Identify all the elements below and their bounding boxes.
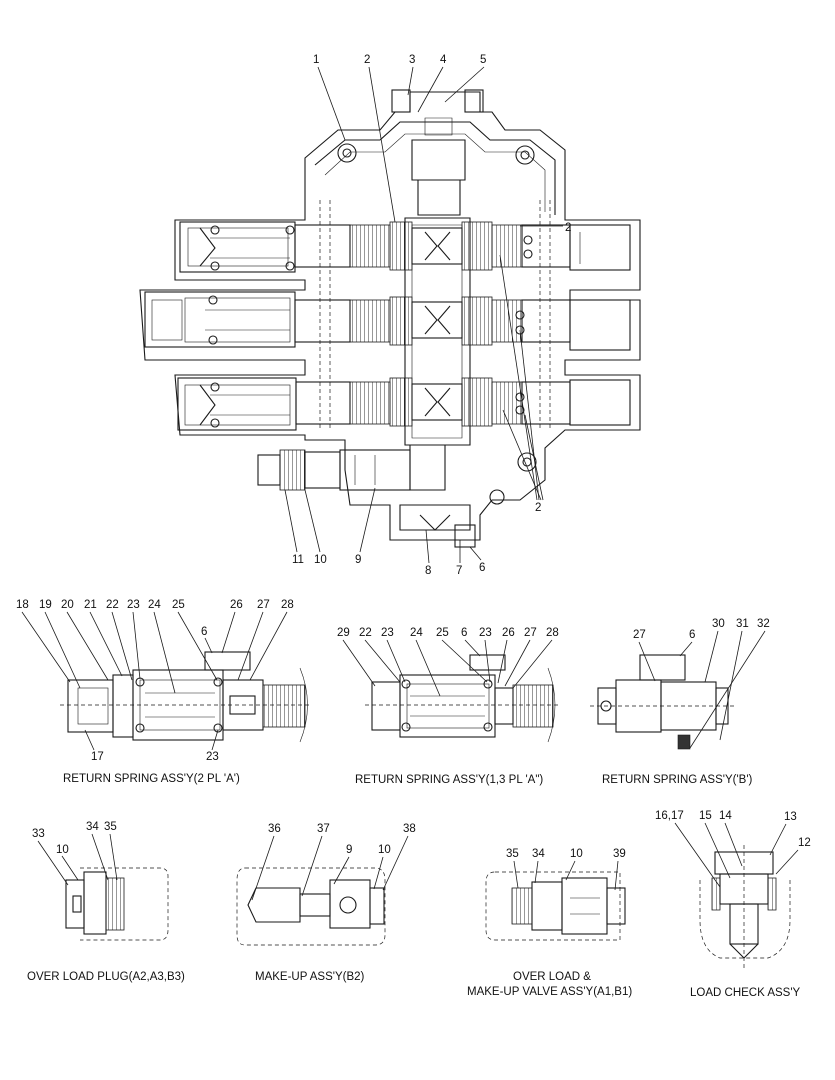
callout-6c: 6 [689,629,695,641]
spool-row-3 [177,377,631,431]
callout-26: 26 [230,599,243,611]
callout-10: 10 [314,554,327,566]
caption-return-spring-13pl-a: RETURN SPRING ASS'Y(1,3 PL 'A") [355,774,543,786]
callout-9e: 9 [346,844,352,856]
callout-10e: 10 [378,844,391,856]
caption-over-load-makeup-line1: OVER LOAD & [513,971,591,983]
callout-34f: 34 [532,848,545,860]
callout-1: 1 [313,54,319,66]
callout-10d: 10 [56,844,69,856]
spool-row-1 [179,221,631,273]
detail-over-load-makeup-valve [485,871,626,941]
callout-6a: 6 [201,626,207,638]
detail-e-callouts: 36 37 9 10 38 [251,823,416,901]
callout-17: 17 [91,751,104,763]
callout-22: 22 [106,599,119,611]
detail-c-callouts: 27 6 30 31 32 [633,618,770,749]
callout-38: 38 [403,823,416,835]
callout-24: 24 [148,599,161,611]
callout-2c: 2 [535,502,541,514]
detail-d-callouts: 33 10 34 35 [32,821,118,886]
callout-20: 20 [61,599,74,611]
main-valve-body [139,89,641,548]
detail-over-load-plug [65,867,169,941]
callout-2: 2 [364,54,370,66]
callout-27b: 27 [524,627,537,639]
callout-30: 30 [712,618,725,630]
caption-make-up: MAKE-UP ASS'Y(B2) [255,971,365,983]
callout-22b: 22 [359,627,372,639]
detail-return-spring-b [590,654,735,750]
callout-26b: 26 [502,627,515,639]
callout-28: 28 [281,599,294,611]
callout-14: 14 [719,810,732,822]
callout-23b: 23 [206,751,219,763]
callout-16-17: 16,17 [655,810,684,822]
caption-over-load-makeup-line2: MAKE-UP VALVE ASS'Y(A1,B1) [467,986,632,998]
callout-15: 15 [699,810,712,822]
callout-2b: 2 [565,222,571,234]
callout-5: 5 [480,54,486,66]
detail-load-check [699,845,791,968]
callout-13: 13 [784,811,797,823]
detail-return-spring-13pl-a [365,654,560,743]
callout-27: 27 [257,599,270,611]
callout-19: 19 [39,599,52,611]
caption-load-check: LOAD CHECK ASS'Y [690,987,801,999]
callout-27c: 27 [633,629,646,641]
callout-31: 31 [736,618,749,630]
callout-21: 21 [84,599,97,611]
callout-35: 35 [104,821,117,833]
callout-29: 29 [337,627,350,639]
caption-return-spring-b: RETURN SPRING ASS'Y('B') [602,774,753,786]
callout-23: 23 [127,599,140,611]
spool-row-2 [144,291,631,351]
callout-7: 7 [456,565,462,577]
callout-18: 18 [16,599,29,611]
callout-6b: 6 [461,627,467,639]
callout-28b: 28 [546,627,559,639]
detail-g-callouts: 16,17 15 14 13 12 [655,810,811,888]
callout-6: 6 [479,562,485,574]
detail-make-up [236,867,386,946]
callout-25b: 25 [436,627,449,639]
callout-34: 34 [86,821,99,833]
callout-23c: 23 [381,627,394,639]
callout-3: 3 [409,54,415,66]
callout-23d: 23 [479,627,492,639]
detail-return-spring-2pl-a [60,651,310,743]
callout-11: 11 [292,554,304,566]
main-callouts: 1 2 3 4 5 2 2 11 10 9 8 7 6 [284,54,571,577]
caption-return-spring-2pl-a: RETURN SPRING ASS'Y(2 PL 'A') [63,773,240,785]
callout-37: 37 [317,823,330,835]
callout-36: 36 [268,823,281,835]
callout-32: 32 [757,618,770,630]
detail-b-callouts: 29 22 23 24 25 6 23 26 27 28 [337,627,559,697]
callout-33: 33 [32,828,45,840]
relief-valve [257,449,411,491]
detail-f-callouts: 35 34 10 39 [506,848,626,891]
detail-a-callouts: 18 19 20 21 22 23 24 25 26 27 28 6 17 23 [16,599,294,763]
callout-35f: 35 [506,848,519,860]
callout-4: 4 [440,54,447,66]
callout-24b: 24 [410,627,423,639]
callout-39: 39 [613,848,626,860]
callout-25: 25 [172,599,185,611]
callout-9: 9 [355,554,361,566]
caption-over-load-plug: OVER LOAD PLUG(A2,A3,B3) [27,971,185,983]
callout-10f: 10 [570,848,583,860]
callout-8: 8 [425,565,431,577]
callout-12: 12 [798,837,811,849]
